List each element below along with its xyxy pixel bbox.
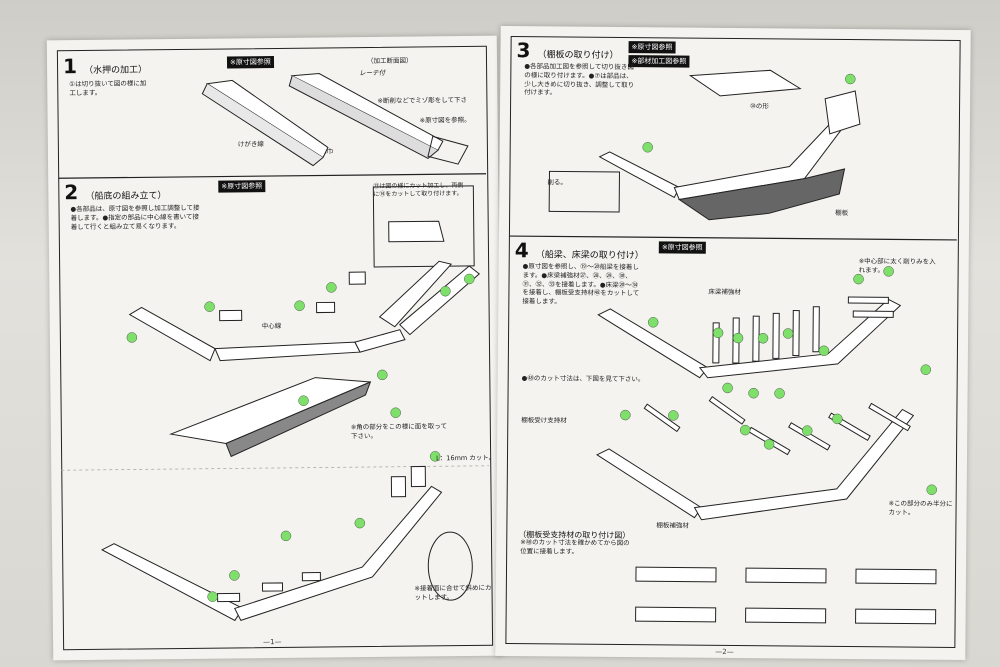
step2-center-line: 中心線: [261, 321, 282, 331]
step4b-partial-note: ※この部分のみ半分にカット。: [888, 499, 953, 517]
step4-heading: 4 （船梁、床梁の取り付け）: [515, 238, 644, 263]
step4-center-note: ※中心部に太く削りみを入れます。: [858, 257, 936, 275]
step4-tag: ※原寸図参照: [658, 241, 706, 254]
step4-label-yukabari: 床梁補強材: [708, 287, 741, 297]
step4-title: （船梁、床梁の取り付け）: [535, 250, 644, 262]
step2b-angle-note: ※接着面に合せて斜めにカットします。: [414, 583, 492, 602]
step4-number: 4: [514, 238, 529, 263]
step4-note: ●原寸図を参照し、⑲～⑳船梁を接着します。●床梁補強材㉗、㉘、㉙、㉚、㉛、㉜、㉝…: [522, 262, 640, 306]
step5-label-hokyo: 棚板補強材: [656, 521, 689, 530]
right-page-number: —2—: [715, 647, 734, 657]
step2-corner-note: ※角の部分をこの様に面を取って下さい。: [350, 422, 447, 440]
left-page: 1 （水押の加工） ※原寸図参照 ①は切り抜いて図の様に加工します。 けがき線 …: [46, 35, 504, 661]
step5-note: ※㊽のカット寸法を確かめてから図の位置に接着します。: [520, 538, 630, 556]
left-page-number: —1—: [263, 637, 282, 647]
step2-number: 2: [64, 180, 79, 205]
right-page-drawings: [508, 69, 957, 625]
step2-tag: ※原寸図参照: [218, 180, 266, 193]
step2-note: ●各部品は、原寸図を参照し加工調整して接着します。●指定の部品に中心線を書いて接…: [70, 203, 200, 231]
step2-heading: 2 （船底の組み立て）: [64, 179, 166, 204]
step2-title: （船底の組み立て）: [85, 191, 167, 202]
left-page-drawings: [58, 73, 490, 622]
right-page: 3 （棚板の取り付け） ※原寸図参照 ※部材加工図参照 ●各部品加工図を参照して…: [495, 25, 971, 661]
step2-detail-note: ⑬は図の様にカット加工し、両側に⑭をカットして取り付けます。: [373, 182, 464, 199]
step4b-label-support: 棚板受け支持材: [521, 416, 567, 425]
step2b-length-note: L：16mm カット。: [436, 453, 496, 463]
step4-cut-note: ●㊽のカット寸法は、下図を見て下さい。: [521, 374, 645, 384]
